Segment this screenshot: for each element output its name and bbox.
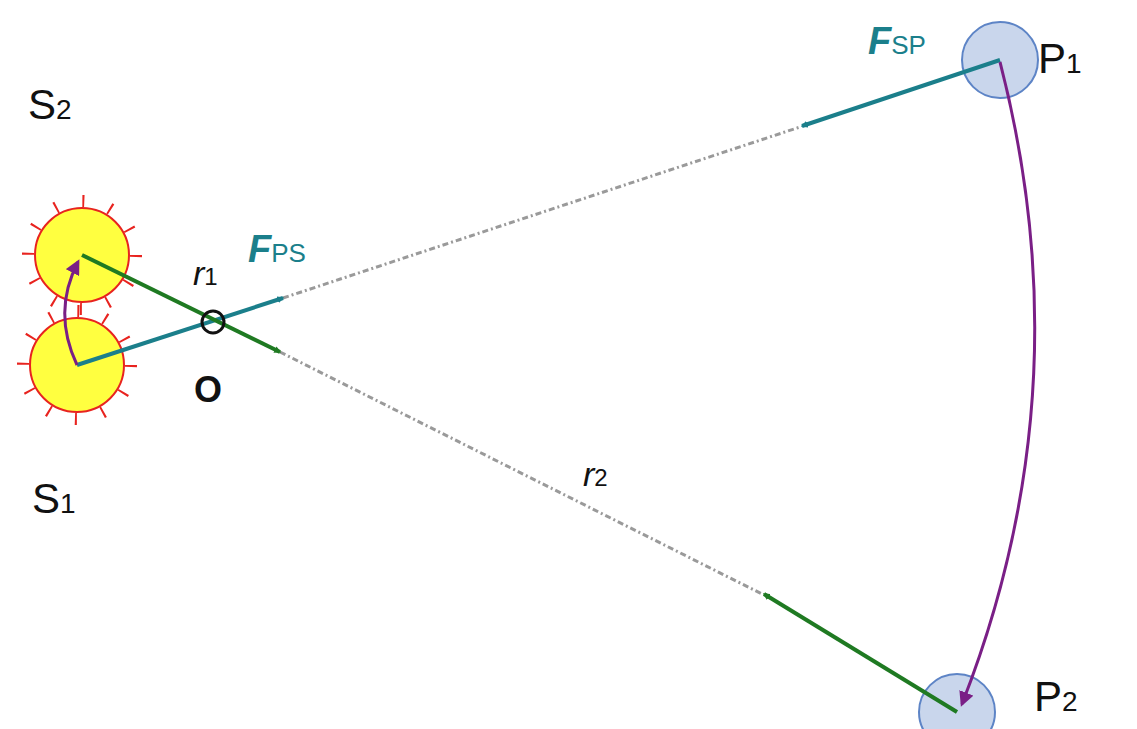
point-label: O [194,372,222,408]
distance-label: r1 [193,256,218,290]
force-label: FSP [868,22,926,60]
planet-disk [919,674,995,729]
line-of-action [280,352,762,594]
radius-arrow [764,594,957,712]
barycenter-marker [202,311,224,333]
motion-arc [962,62,1035,704]
force-arrow [802,60,1000,126]
distance-label: r2 [583,457,608,491]
motion-arc [65,262,78,365]
force-arrow [77,298,283,365]
star-label: S1 [32,478,76,520]
planet-label: P2 [1034,676,1078,718]
force-label: FPS [248,230,306,268]
planet-label: P1 [1038,38,1082,80]
star-label: S2 [28,84,72,126]
line-of-action [283,127,800,298]
